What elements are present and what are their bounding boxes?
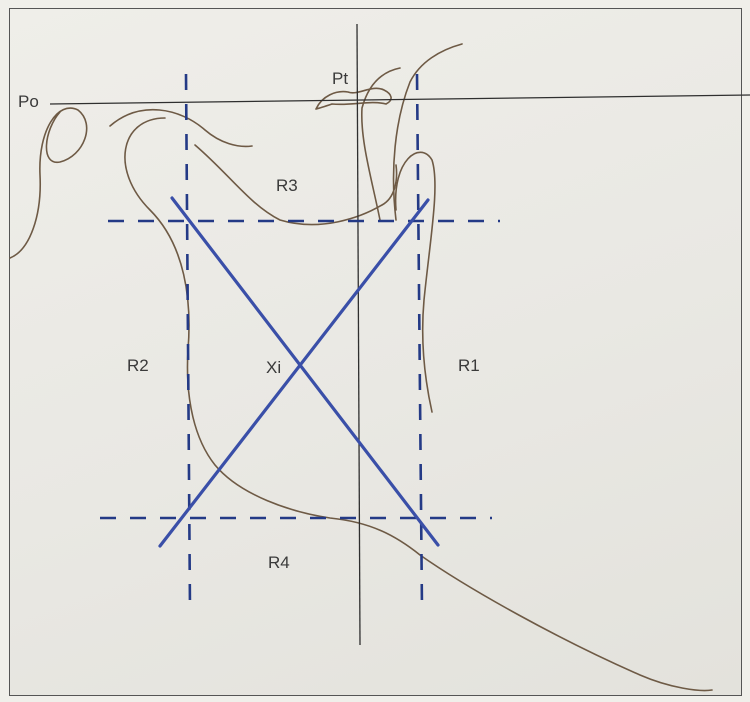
dashed-guides [100, 73, 500, 611]
coronoid-curve [360, 67, 401, 221]
sigmoid-notch-curve [194, 144, 398, 226]
diagram-border [9, 8, 742, 696]
anterior-ramus-lower-curve [394, 151, 436, 413]
label-pt: Pt [332, 69, 348, 88]
porion-loop-curve [9, 107, 88, 259]
diagram-labels: Po Pt R3 R2 Xi R1 R4 [18, 69, 480, 572]
label-r4: R4 [268, 553, 290, 572]
label-r3: R3 [276, 176, 298, 195]
anatomical-tracing [9, 43, 713, 692]
pterygoid-vertical-line [356, 23, 361, 646]
frankfort-horizontal-line [49, 94, 750, 105]
ramus-posterior-curve [109, 108, 253, 148]
label-r2: R2 [127, 356, 149, 375]
anterior-ramus-curve [392, 43, 463, 221]
diagonal-line-ascending [158, 198, 430, 548]
dashed-vertical-anterior [415, 73, 424, 611]
pterygoid-squiggle [315, 87, 392, 110]
label-r1: R1 [458, 356, 480, 375]
reference-lines [49, 23, 750, 646]
xi-cross-lines [158, 196, 440, 548]
diagonal-line-descending [170, 196, 440, 547]
label-po: Po [18, 92, 39, 111]
ramus-border-curve [124, 117, 713, 692]
label-xi: Xi [266, 358, 281, 377]
